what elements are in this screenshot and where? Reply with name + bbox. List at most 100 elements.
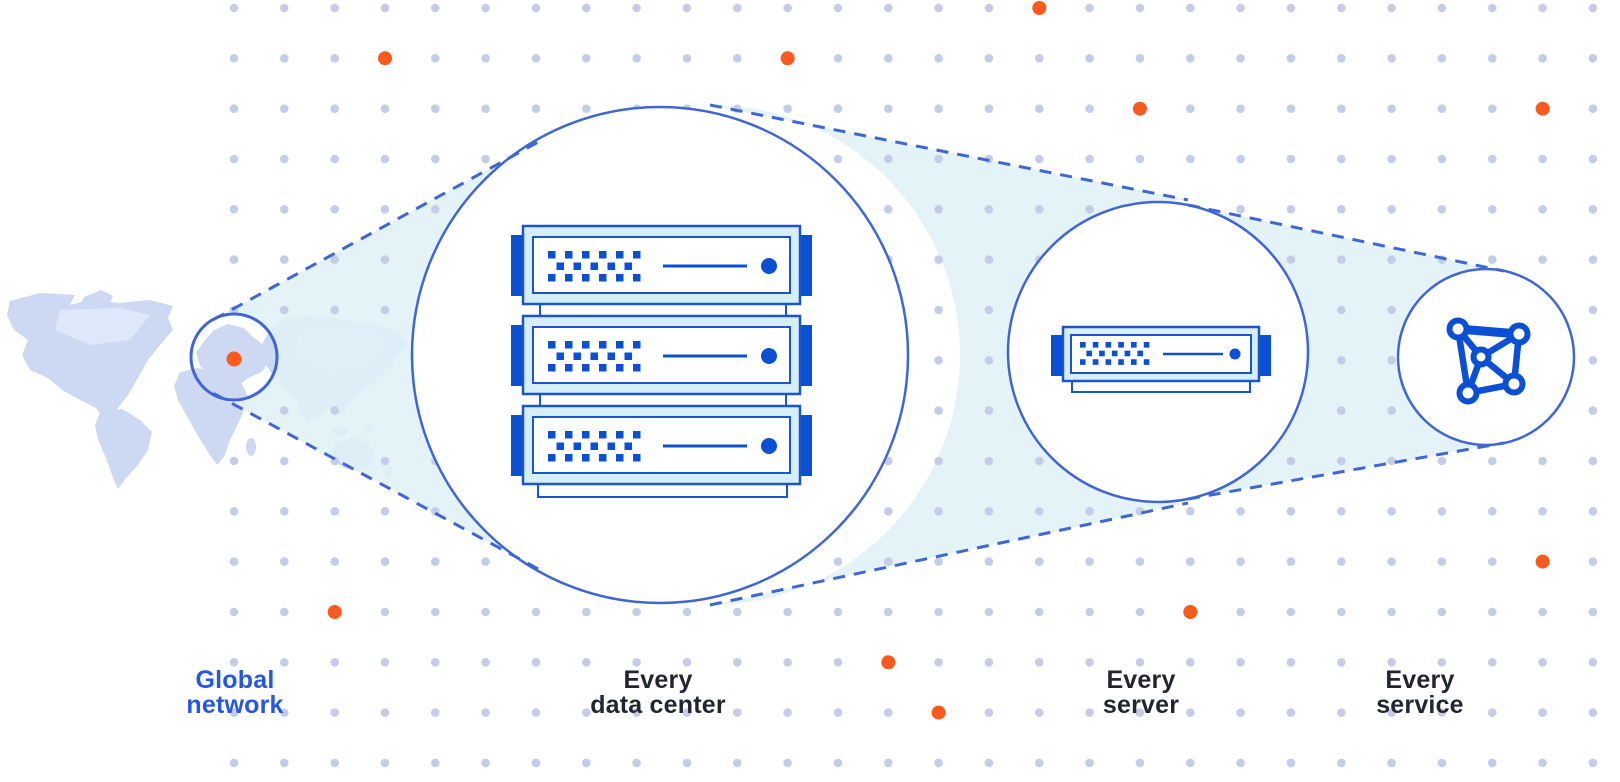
grid-dot [330, 54, 340, 63]
grid-dot [431, 3, 440, 13]
grid-dot [1035, 607, 1044, 617]
grid-dot [280, 456, 289, 466]
grid-dot [431, 154, 440, 164]
grid-dot [1437, 708, 1447, 717]
location-dot-icon [226, 351, 242, 367]
grid-dot [330, 104, 340, 113]
grid-dot [833, 557, 843, 566]
grid-dot [1588, 607, 1598, 617]
caption-every-server: Every server [1103, 668, 1179, 718]
grid-dot [1538, 758, 1547, 768]
map-highlight-circle [189, 312, 279, 402]
grid-dot [1035, 104, 1044, 113]
grid-dot [1035, 154, 1044, 164]
grid-dot [582, 104, 591, 113]
grid-dot [733, 3, 742, 13]
grid-dot [229, 507, 239, 516]
grid-dot [1387, 406, 1396, 415]
grid-dot [1437, 658, 1447, 667]
grid-dot [1236, 205, 1245, 214]
server-panel [1070, 334, 1252, 374]
grid-dot [380, 658, 390, 667]
grid-dot [1035, 456, 1044, 466]
grid-dot [833, 154, 843, 164]
grid-dot [229, 557, 239, 566]
grid-dot [280, 507, 289, 516]
grid-dot [1035, 507, 1044, 516]
rack-base [537, 483, 788, 498]
grid-dot [934, 255, 943, 264]
grid-dot-orange [1132, 101, 1147, 116]
grid-dot [1135, 658, 1145, 667]
grid-dot [1488, 758, 1497, 768]
grid-dot [1337, 406, 1346, 415]
grid-dot [934, 607, 943, 617]
grid-dot [481, 54, 490, 63]
grid-dot [1488, 54, 1497, 63]
grid-dot [1236, 557, 1245, 566]
grid-dot [229, 658, 239, 667]
grid-dot [833, 54, 843, 63]
caption-every-data-center: Every data center [590, 668, 726, 718]
grid-dot [1437, 154, 1447, 164]
caption-line: server [1102, 691, 1180, 719]
grid-dot [1286, 54, 1296, 63]
grid-dot [833, 708, 843, 717]
grid-dot [934, 3, 943, 13]
grid-dot [1135, 154, 1145, 164]
grid-dot-orange [327, 605, 342, 619]
grid-dot [582, 658, 591, 667]
grid-dot [431, 104, 440, 113]
grid-dot [280, 607, 289, 617]
grid-dot [330, 507, 340, 516]
grid-dot [1337, 154, 1346, 164]
grid-dot [582, 54, 591, 63]
grid-dot [330, 3, 340, 13]
grid-dot [380, 104, 390, 113]
grid-dot [934, 507, 943, 516]
grid-dot [1085, 507, 1094, 516]
grid-dot [1337, 507, 1346, 516]
grid-dot [1337, 54, 1346, 63]
server-ear-right [1259, 335, 1271, 376]
grid-dot [481, 607, 490, 617]
grid-dot [1085, 607, 1094, 617]
grid-dot [632, 607, 641, 617]
grid-dot [380, 305, 390, 315]
grid-dot [1538, 154, 1547, 164]
grid-dot [280, 658, 289, 667]
grid-dot [1085, 557, 1094, 566]
grid-dot [1488, 104, 1497, 113]
grid-dot [481, 658, 490, 667]
grid-dot [1085, 104, 1094, 113]
mesh-node-top-right [1507, 322, 1531, 346]
grid-dot [380, 205, 390, 214]
grid-dot [1186, 54, 1195, 63]
caption-line: service [1376, 691, 1464, 719]
grid-dot [481, 104, 490, 113]
grid-dot [280, 557, 289, 566]
grid-dot [1085, 708, 1094, 717]
grid-dot [1538, 607, 1547, 617]
grid-dot [1387, 205, 1396, 214]
grid-dot [481, 3, 490, 13]
grid-dot [884, 607, 893, 617]
grid-dot [1437, 104, 1447, 113]
mesh-node-center [1470, 346, 1492, 368]
dashed-zoom-lines [212, 103, 1505, 607]
grid-dot [783, 758, 792, 768]
grid-dot [229, 255, 239, 264]
grid-dot [280, 154, 289, 164]
network-mesh-icon [1446, 317, 1531, 405]
grid-dot [1186, 758, 1195, 768]
grid-dot [783, 104, 792, 113]
grid-dot [1387, 708, 1396, 717]
grid-dot [1387, 758, 1396, 768]
grid-dot [1588, 104, 1598, 113]
grid-dot [884, 557, 893, 566]
server-rack-icon [511, 226, 812, 498]
grid-dot [1135, 607, 1145, 617]
grid-dot [1186, 154, 1195, 164]
grid-dot [1437, 205, 1447, 214]
grid-dot [380, 507, 390, 516]
